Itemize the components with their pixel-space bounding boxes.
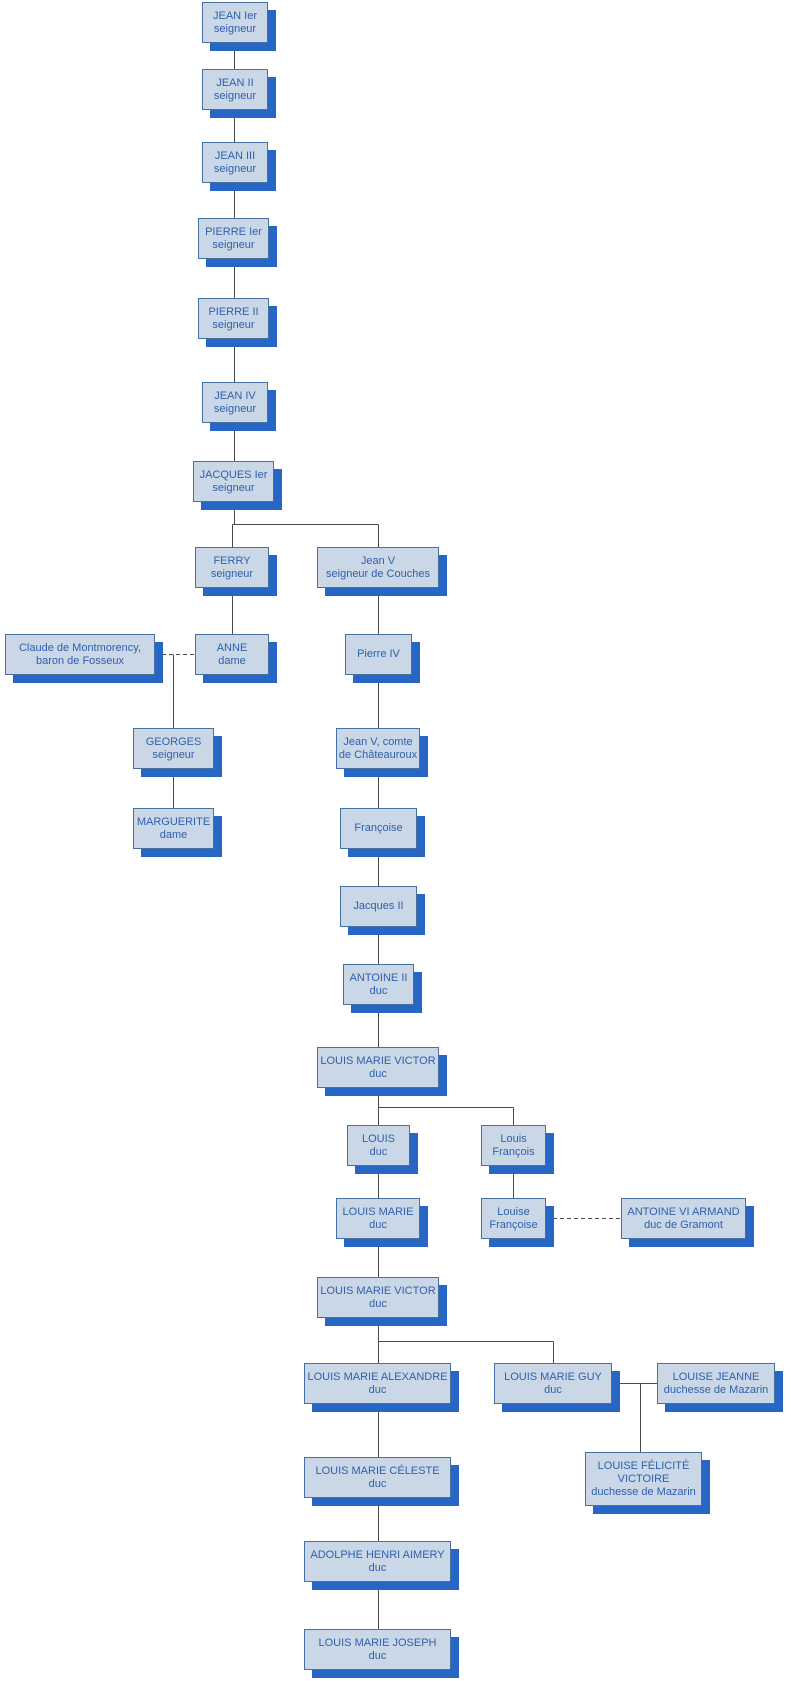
tree-node-louis-marie-alexandre[interactable]: LOUIS MARIE ALEXANDRE duc [304, 1363, 451, 1404]
tree-node-jean-1er[interactable]: JEAN Ier seigneur [202, 2, 268, 43]
tree-node-jean-5-couches[interactable]: Jean V seigneur de Couches [317, 547, 439, 588]
tree-node-louis-marie-celeste[interactable]: LOUIS MARIE CÉLESTE duc [304, 1457, 451, 1498]
person-name: Pierre IV [357, 648, 400, 660]
tree-node-louis-marie-victor-1[interactable]: LOUIS MARIE VICTOR duc [317, 1047, 439, 1088]
tree-node-louise-felicite-victoire[interactable]: LOUISE FÉLICITÉ VICTOIRE duchesse de Maz… [585, 1452, 702, 1506]
person-name: LOUIS [361, 1132, 395, 1145]
person-subtitle: seigneur [213, 402, 257, 415]
person-subtitle: duc [368, 1477, 387, 1490]
person-name: LOUISE FÉLICITÉ [597, 1459, 690, 1472]
person-name: LOUIS MARIE CÉLESTE [315, 1464, 440, 1477]
person-subtitle: duc [369, 1297, 387, 1310]
person-subtitle: seigneur [212, 238, 255, 251]
person-name: Jacques II [353, 900, 404, 912]
person-name: Louise [497, 1205, 530, 1218]
tree-node-jean-5-chateauroux[interactable]: Jean V, comte de Châteauroux [336, 728, 420, 769]
tree-node-louise-jeanne[interactable]: LOUISE JEANNE duchesse de Mazarin [657, 1363, 775, 1404]
person-name: FERRY [213, 554, 251, 567]
person-subtitle: seigneur [210, 567, 254, 580]
person-name: JEAN Ier [212, 9, 257, 22]
person-name: Françoise [354, 822, 403, 834]
tree-node-pierre-2[interactable]: PIERRE II seigneur [198, 298, 269, 339]
person-name: PIERRE Ier [205, 225, 262, 238]
tree-node-louis-marie-victor-2[interactable]: LOUIS MARIE VICTOR duc [317, 1277, 439, 1318]
person-name: ANTOINE VI ARMAND [627, 1205, 740, 1218]
person-name: ANTOINE II [349, 971, 408, 984]
tree-node-louis-francois[interactable]: Louis François [481, 1125, 546, 1166]
person-name: JEAN IV [214, 389, 256, 402]
person-subtitle: duc [369, 1145, 388, 1158]
tree-node-jean-3[interactable]: JEAN III seigneur [202, 142, 268, 183]
tree-node-jean-2[interactable]: JEAN II seigneur [202, 69, 268, 110]
tree-node-antoine-2[interactable]: ANTOINE II duc [343, 964, 414, 1005]
person-subtitle: duc [369, 1067, 387, 1080]
tree-node-marguerite[interactable]: MARGUERITE dame [133, 808, 214, 849]
person-subtitle: Françoise [489, 1218, 538, 1231]
person-name: LOUISE JEANNE [672, 1370, 760, 1383]
person-name: LOUIS MARIE ALEXANDRE [307, 1370, 448, 1383]
tree-node-adolphe-henri-aimery[interactable]: ADOLPHE HENRI AIMERY duc [304, 1541, 451, 1582]
tree-node-louis-marie[interactable]: LOUIS MARIE duc [336, 1198, 420, 1239]
tree-node-ferry[interactable]: FERRY seigneur [195, 547, 269, 588]
person-name: LOUIS MARIE [342, 1205, 414, 1218]
person-name: Jean V [360, 554, 396, 567]
person-name: JEAN II [216, 76, 254, 89]
tree-node-pierre-1er[interactable]: PIERRE Ier seigneur [198, 218, 269, 259]
person-name: JACQUES Ier [199, 468, 268, 481]
person-name: LOUIS MARIE VICTOR [320, 1284, 436, 1297]
person-subtitle: duc [368, 1649, 387, 1662]
person-subtitle: seigneur [213, 22, 257, 35]
person-name: ANNE [216, 641, 248, 654]
person-name: MARGUERITE [136, 815, 211, 828]
person-subtitle: dame [159, 828, 188, 841]
tree-node-francoise[interactable]: Françoise [340, 808, 417, 849]
tree-node-georges[interactable]: GEORGES seigneur [133, 728, 214, 769]
person-subtitle: de Châteauroux [338, 748, 418, 761]
person-name: JEAN III [214, 149, 256, 162]
tree-node-pierre-4[interactable]: Pierre IV [345, 634, 412, 675]
person-subtitle: duc [369, 1218, 387, 1231]
person-name: LOUIS MARIE JOSEPH [318, 1636, 437, 1649]
person-name: ADOLPHE HENRI AIMERY [310, 1548, 445, 1561]
person-name: GEORGES [145, 735, 202, 748]
tree-node-louis-marie-joseph[interactable]: LOUIS MARIE JOSEPH duc [304, 1629, 451, 1670]
tree-node-jacques-2[interactable]: Jacques II [340, 886, 417, 927]
person-subtitle: seigneur [152, 748, 195, 761]
person-subtitle: duc [544, 1383, 562, 1396]
person-name: Claude de Montmorency, [18, 641, 142, 654]
person-subtitle: duc [368, 1383, 387, 1396]
person-name: VICTOIRE [617, 1472, 670, 1485]
tree-node-jean-4[interactable]: JEAN IV seigneur [202, 382, 268, 423]
tree-node-louis-marie-guy[interactable]: LOUIS MARIE GUY duc [494, 1363, 612, 1404]
tree-node-anne[interactable]: ANNE dame [195, 634, 269, 675]
person-subtitle: seigneur [213, 89, 257, 102]
person-subtitle: seigneur [213, 162, 257, 175]
person-name: LOUIS MARIE VICTOR [320, 1054, 436, 1067]
person-subtitle: seigneur [212, 481, 255, 494]
person-subtitle: François [492, 1145, 535, 1158]
person-subtitle: dame [218, 654, 246, 667]
person-subtitle: duc de Gramont [644, 1218, 723, 1231]
tree-node-louise-francoise[interactable]: Louise Françoise [481, 1198, 546, 1239]
person-name: Jean V, comte [343, 735, 413, 748]
person-subtitle: seigneur de Couches [326, 567, 430, 580]
tree-node-jacques-1er[interactable]: JACQUES Ier seigneur [193, 461, 274, 502]
person-subtitle: baron de Fosseux [35, 654, 125, 667]
person-subtitle: duchesse de Mazarin [663, 1383, 769, 1396]
tree-node-louis[interactable]: LOUIS duc [347, 1125, 410, 1166]
person-name: PIERRE II [208, 305, 259, 318]
person-subtitle: duc [368, 1561, 387, 1574]
tree-node-claude-de-montmorency[interactable]: Claude de Montmorency, baron de Fosseux [5, 634, 155, 675]
person-subtitle: duchesse de Mazarin [591, 1485, 696, 1498]
person-subtitle: duc [369, 984, 388, 997]
person-subtitle: seigneur [212, 318, 255, 331]
person-name: Louis [500, 1132, 527, 1145]
person-name: LOUIS MARIE GUY [504, 1370, 602, 1383]
tree-node-antoine-6-armand[interactable]: ANTOINE VI ARMAND duc de Gramont [621, 1198, 746, 1239]
